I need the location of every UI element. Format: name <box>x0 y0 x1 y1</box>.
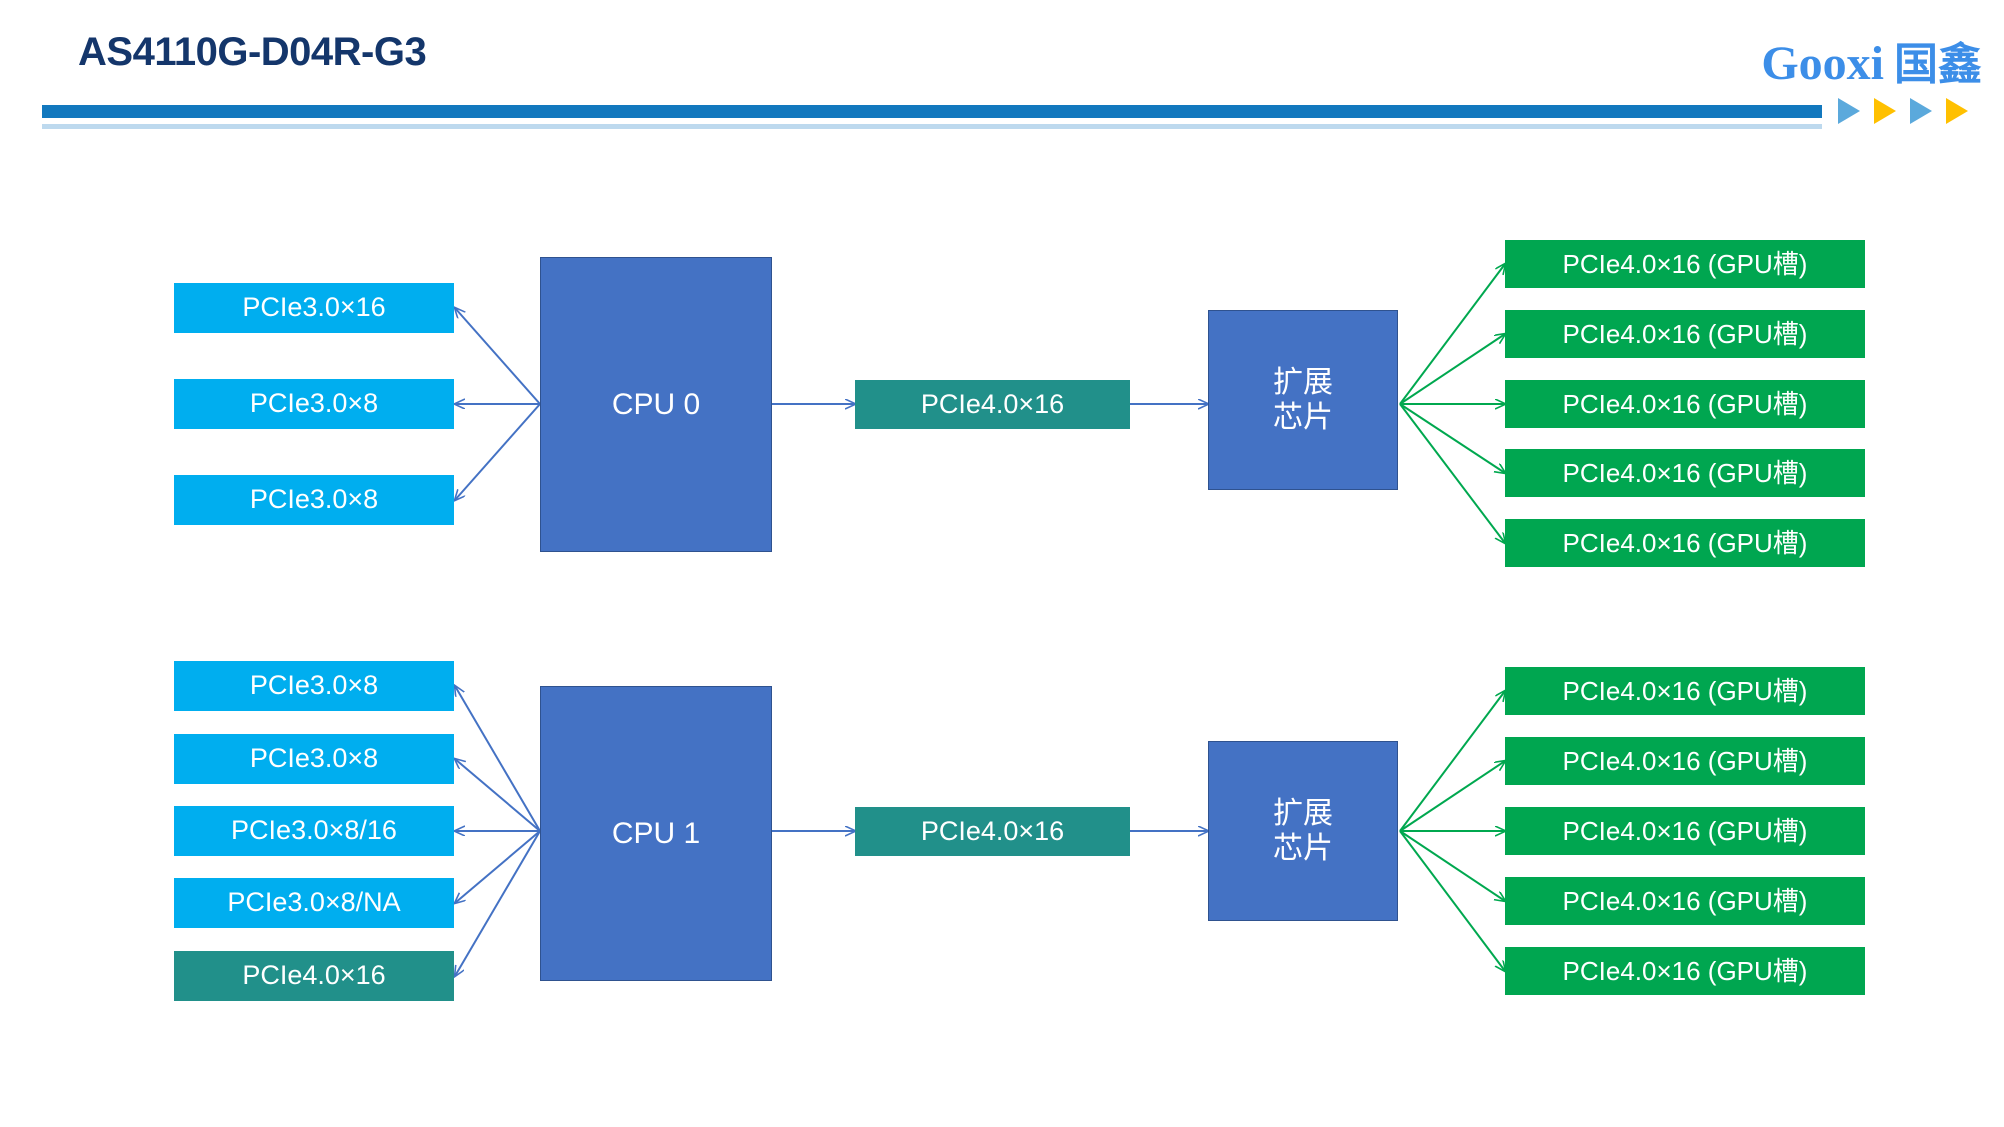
triangle-icon-2 <box>1874 98 1896 124</box>
brand-name-en: Gooxi <box>1761 37 1884 90</box>
gpu-slot-box[interactable]: PCIe4.0×16 (GPU槽) <box>1505 519 1865 567</box>
chip0-gpu-fanout <box>1399 264 1505 543</box>
gpu-slot-box[interactable]: PCIe4.0×16 (GPU槽) <box>1505 380 1865 428</box>
triangle-icon-1 <box>1838 98 1860 124</box>
expansion-chip-1[interactable]: 扩展 芯片 <box>1208 741 1398 921</box>
cpu1-left-fanout <box>455 686 541 976</box>
slot-box[interactable]: PCIe4.0×16 <box>174 951 454 1001</box>
slot-box[interactable]: PCIe3.0×16 <box>174 283 454 333</box>
slot-box[interactable]: PCIe3.0×8/16 <box>174 806 454 856</box>
brand-name-cn: 国鑫 <box>1894 39 1982 90</box>
gpu-slot-box[interactable]: PCIe4.0×16 (GPU槽) <box>1505 877 1865 925</box>
slot-box[interactable]: PCIe3.0×8 <box>174 734 454 784</box>
gpu-slot-box[interactable]: PCIe4.0×16 (GPU槽) <box>1505 807 1865 855</box>
link-box-0[interactable]: PCIe4.0×16 <box>855 380 1130 429</box>
triangle-icon-4 <box>1946 98 1968 124</box>
expansion-chip-0[interactable]: 扩展 芯片 <box>1208 310 1398 490</box>
triangle-icon-3 <box>1910 98 1932 124</box>
slot-box[interactable]: PCIe3.0×8 <box>174 475 454 525</box>
slot-box[interactable]: PCIe3.0×8 <box>174 379 454 429</box>
header-triangle-row <box>1838 98 1968 124</box>
cpu-box-1[interactable]: CPU 1 <box>540 686 772 981</box>
gpu-slot-box[interactable]: PCIe4.0×16 (GPU槽) <box>1505 947 1865 995</box>
page-title: AS4110G-D04R-G3 <box>78 30 427 74</box>
gpu-slot-box[interactable]: PCIe4.0×16 (GPU槽) <box>1505 449 1865 497</box>
cpu-box-0[interactable]: CPU 0 <box>540 257 772 552</box>
cpu0-left-fanout <box>455 308 541 500</box>
slot-box[interactable]: PCIe3.0×8/NA <box>174 878 454 928</box>
slot-box[interactable]: PCIe3.0×8 <box>174 661 454 711</box>
gpu-slot-box[interactable]: PCIe4.0×16 (GPU槽) <box>1505 310 1865 358</box>
gpu-slot-box[interactable]: PCIe4.0×16 (GPU槽) <box>1505 667 1865 715</box>
gpu-slot-box[interactable]: PCIe4.0×16 (GPU槽) <box>1505 240 1865 288</box>
chip1-gpu-fanout <box>1399 691 1505 971</box>
link-box-1[interactable]: PCIe4.0×16 <box>855 807 1130 856</box>
gpu-slot-box[interactable]: PCIe4.0×16 (GPU槽) <box>1505 737 1865 785</box>
header-divider-thin <box>42 124 1822 129</box>
header-divider-bar <box>42 105 1822 118</box>
